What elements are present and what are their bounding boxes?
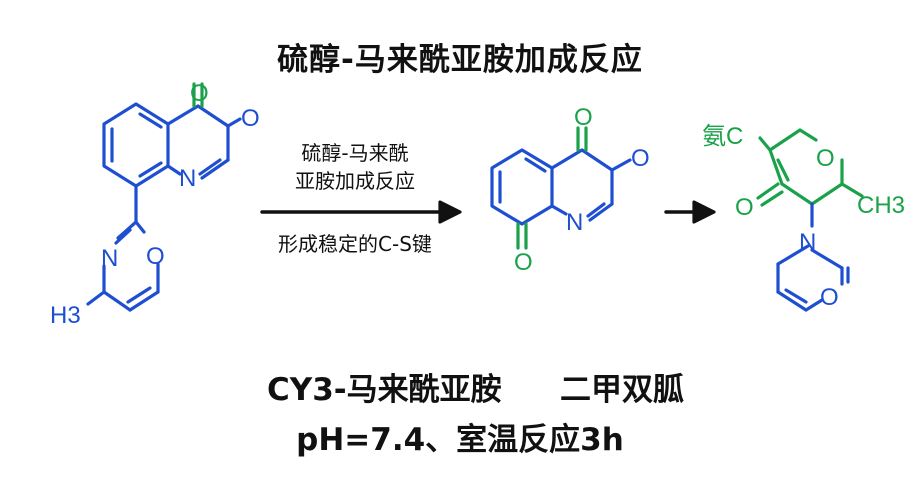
atom-o-hydroxyl-1: O [241,105,260,132]
atom-ch3: CH3 [857,192,905,219]
caption-reactant: CY3-马来酰亚胺 [267,372,502,408]
atom-o-carbonyl-1: O [190,80,209,107]
molecule-product [756,128,864,312]
caption-product: 二甲双胍 [560,372,684,408]
carbonyls-intermediate [516,126,588,250]
atom-o-oxazine-1: O [146,243,165,270]
atom-o-carbonyl-2b: O [514,249,533,276]
condition-line-3: 形成稳定的C-S键 [278,232,432,256]
atom-o-oxazine-3: O [820,284,839,311]
condition-line-2: 亚胺加成反应 [295,169,415,193]
diagram-title: 硫醇-马来酰亚胺加成反应 [277,42,643,78]
reaction-arrow-1 [260,200,462,224]
atom-o-carbonyl-2a: O [574,104,593,131]
condition-line-1: 硫醇-马来酰 [301,141,409,165]
atom-n-oxazine-1: N [101,245,118,272]
atom-h3: H3 [50,302,81,329]
atom-o-ring-3: O [816,145,835,172]
molecule-intermediate [490,148,632,226]
atom-n-quinoline-1: N [179,165,196,192]
caption-conditions: pH=7.4、室温反应3h [296,422,624,458]
molecule-reactant [86,102,242,312]
atom-n-quinoline-2: N [566,209,583,236]
atom-amino-c: 氨C [702,123,743,150]
atom-n-oxazine-3: N [799,229,816,256]
reaction-arrow-2 [664,200,716,224]
atom-o-carbonyl-3: O [735,194,754,221]
carbonyl-reactant [192,82,204,108]
atom-o-hydroxyl-2: O [631,145,650,172]
